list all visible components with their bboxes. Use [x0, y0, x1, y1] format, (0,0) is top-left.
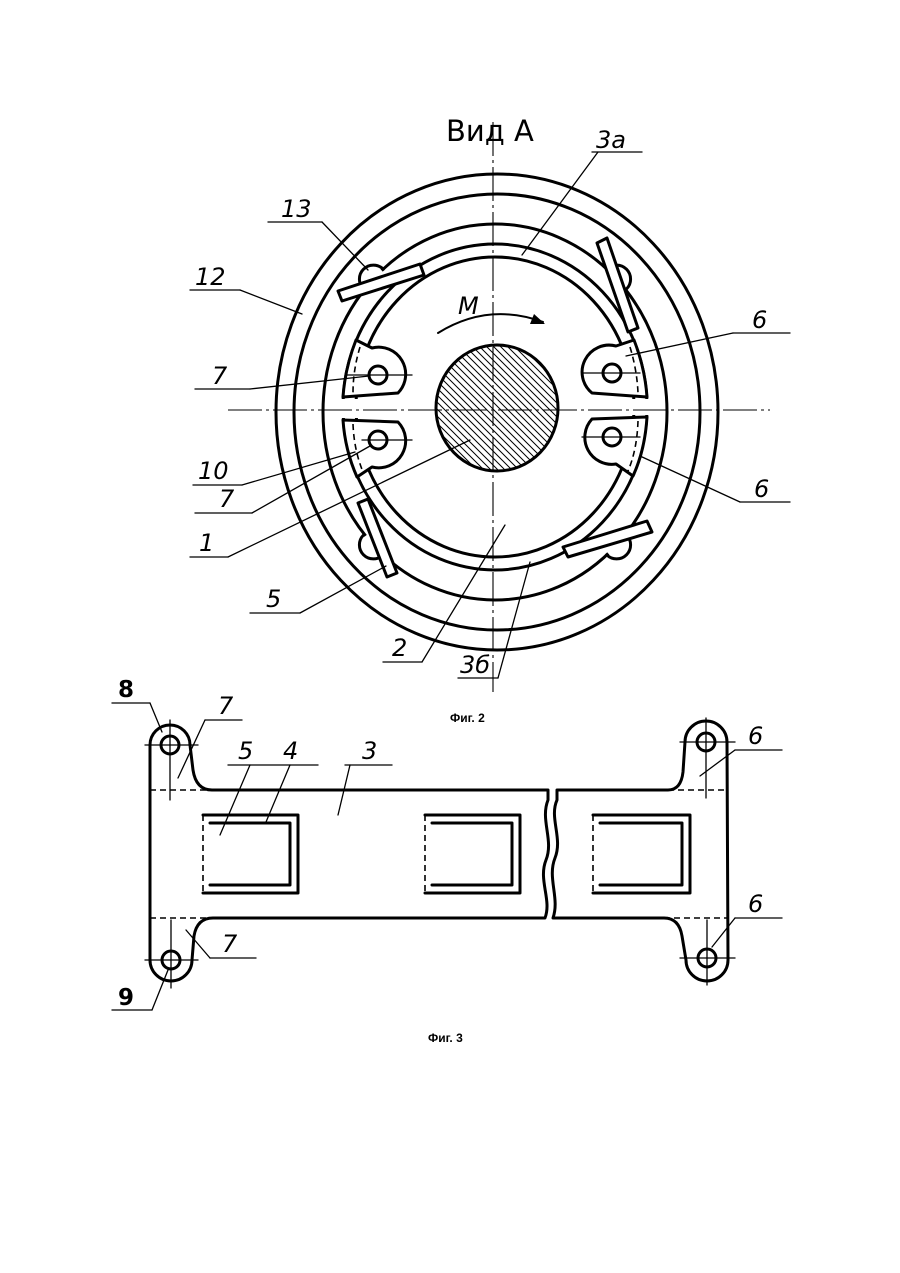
svg-text:7: 7	[219, 485, 235, 513]
svg-text:3б: 3б	[460, 651, 490, 679]
svg-text:7: 7	[222, 930, 238, 958]
svg-text:7: 7	[218, 692, 234, 720]
figure-2-caption: Фиг. 2	[450, 711, 485, 725]
svg-text:7: 7	[212, 362, 228, 390]
svg-text:4: 4	[283, 737, 298, 765]
svg-text:6: 6	[748, 890, 763, 918]
svg-text:9: 9	[118, 985, 134, 1011]
shaft-section	[436, 345, 558, 471]
view-title: Вид А	[446, 114, 534, 148]
svg-text:5: 5	[238, 737, 253, 765]
svg-text:8: 8	[118, 677, 134, 703]
svg-text:1: 1	[199, 529, 214, 557]
svg-text:13: 13	[281, 195, 312, 223]
svg-text:2: 2	[392, 634, 407, 662]
svg-text:3: 3	[362, 737, 377, 765]
svg-text:12: 12	[195, 263, 226, 291]
svg-text:5: 5	[266, 585, 281, 613]
svg-text:6: 6	[748, 722, 763, 750]
figure-3-caption: Фиг. 3	[428, 1031, 463, 1045]
svg-text:3а: 3а	[596, 126, 626, 154]
svg-text:6: 6	[752, 306, 767, 334]
svg-text:10: 10	[198, 457, 229, 485]
svg-text:6: 6	[754, 475, 769, 503]
rotation-label: М	[458, 292, 479, 320]
